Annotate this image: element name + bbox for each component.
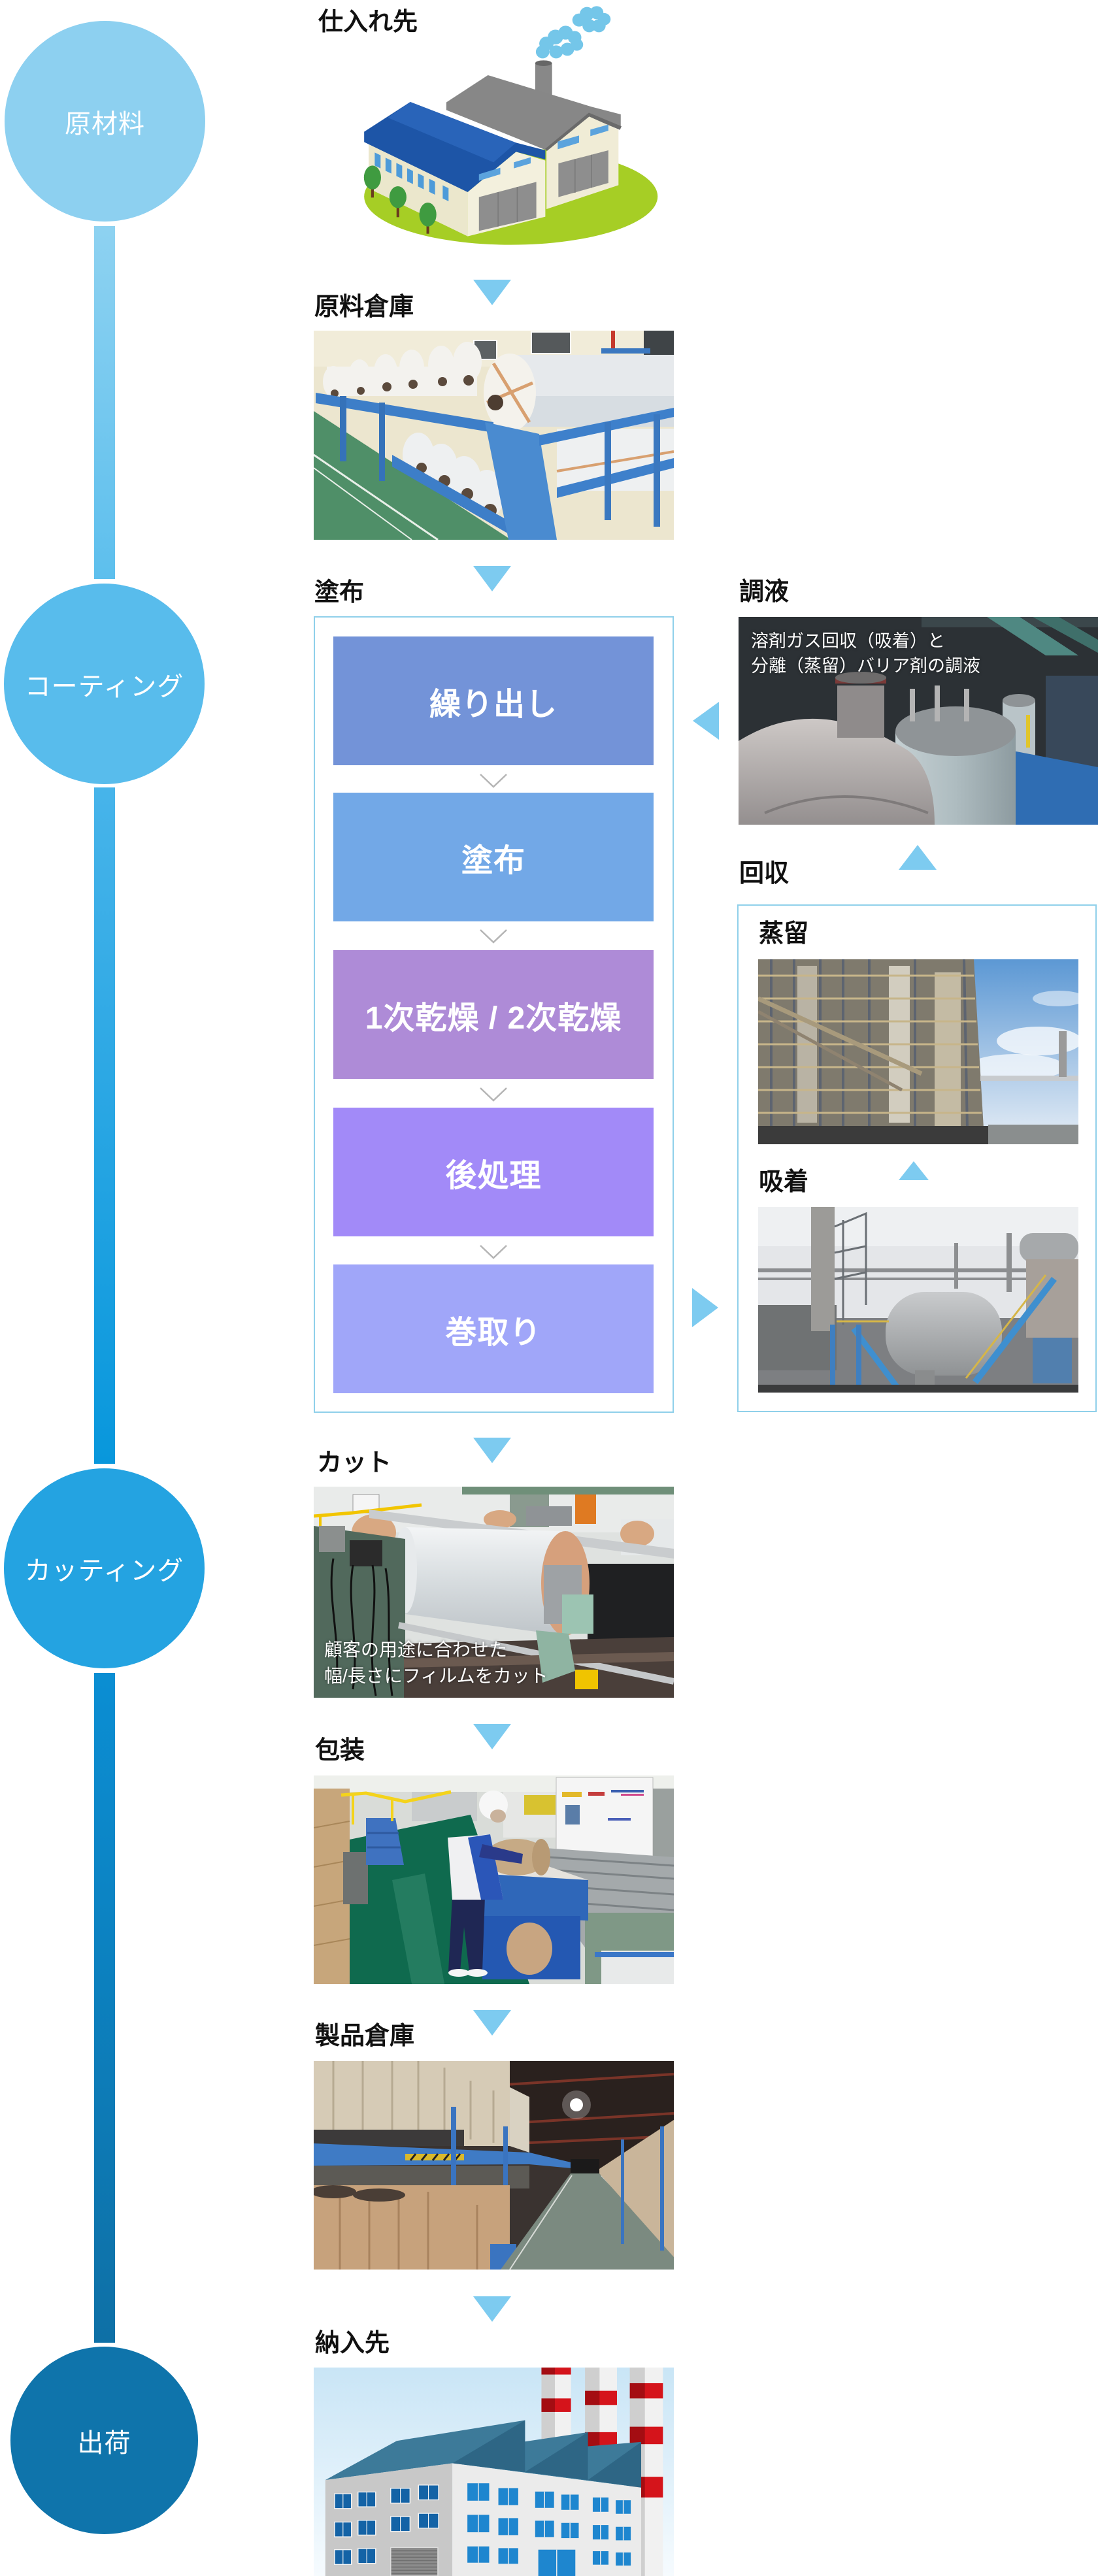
- stage-shipping: 出荷: [10, 2347, 198, 2534]
- coating-step-coat: 塗布: [333, 793, 654, 921]
- coating-process-box: [314, 616, 674, 1413]
- distillation-title: 蒸留: [759, 920, 809, 948]
- chevron-down-icon: [480, 774, 507, 788]
- product-warehouse-photo: [314, 2061, 674, 2270]
- step-label: 繰り出し: [429, 687, 557, 722]
- delivery-factory-illustration: [314, 2368, 674, 2576]
- cut-caption: 顧客の用途に合わせた 幅/長さにフィルムをカット: [324, 1637, 548, 1689]
- flow-arrow-down-icon: [473, 566, 511, 591]
- coating-step-post-treatment: 後処理: [333, 1108, 654, 1236]
- delivery-title: 納入先: [315, 2330, 390, 2357]
- chevron-down-icon: [480, 1087, 507, 1102]
- caption-line: 分離（蒸留）バリア剤の調液: [751, 656, 980, 676]
- flow-arrow-down-icon: [473, 1724, 511, 1749]
- recovery-title: 回収: [739, 860, 790, 887]
- supplier-factory-illustration: [320, 0, 673, 255]
- adsorption-photo: [758, 1207, 1078, 1393]
- flow-arrow-down-icon: [473, 2010, 511, 2036]
- product-warehouse-title: 製品倉庫: [315, 2023, 415, 2050]
- stage-label: コーティング: [24, 672, 184, 701]
- flow-arrow-up-icon: [899, 845, 937, 870]
- raw-warehouse-title: 原料倉庫: [314, 293, 414, 321]
- distillation-photo: [758, 959, 1078, 1144]
- stage-coating: コーティング: [4, 584, 205, 784]
- stage-cutting: カッティング: [4, 1468, 205, 1668]
- step-label: 後処理: [445, 1158, 542, 1193]
- chevron-down-icon: [480, 929, 507, 944]
- preparation-photo: 溶剤ガス回収（吸着）と 分離（蒸留）バリア剤の調液: [739, 617, 1098, 825]
- recovery-box: [737, 904, 1097, 1412]
- step-label: 巻取り: [445, 1315, 542, 1350]
- stage-label: 原材料: [65, 109, 145, 139]
- customer-factory-icon: [314, 2368, 674, 2576]
- stage-raw-materials: 原材料: [5, 21, 205, 222]
- caption-line: 幅/長さにフィルムをカット: [324, 1666, 548, 1686]
- coating-step-rewind: 巻取り: [333, 1264, 654, 1393]
- caption-line: 溶剤ガス回収（吸着）と: [751, 631, 945, 651]
- timeline-line-segment: [94, 787, 115, 1464]
- coating-step-unwind: 繰り出し: [333, 636, 654, 765]
- preparation-title: 調液: [739, 578, 790, 606]
- caption-line: 顧客の用途に合わせた: [324, 1640, 508, 1660]
- step-label: 塗布: [461, 843, 525, 878]
- packaging-photo: [314, 1775, 674, 1984]
- flow-arrow-left-icon: [693, 702, 719, 740]
- flow-arrow-down-icon: [473, 280, 511, 305]
- packaging-title: 包装: [315, 1737, 365, 1764]
- coating-step-drying: 1次乾燥 / 2次乾燥: [333, 950, 654, 1079]
- cut-photo: 顧客の用途に合わせた 幅/長さにフィルムをカット: [314, 1487, 674, 1698]
- flow-arrow-down-icon: [473, 2296, 511, 2322]
- stage-label: カッティング: [24, 1557, 184, 1585]
- flow-arrow-right-icon: [692, 1288, 718, 1327]
- timeline-line-segment: [94, 1673, 115, 2343]
- preparation-caption: 溶剤ガス回収（吸着）と 分離（蒸留）バリア剤の調液: [751, 629, 980, 678]
- chevron-down-icon: [480, 1245, 507, 1259]
- flow-arrow-down-icon: [473, 1438, 511, 1463]
- supplier-title: 仕入れ先: [318, 8, 418, 36]
- step-label: 1次乾燥 / 2次乾燥: [365, 1000, 622, 1036]
- cut-title: カット: [317, 1449, 392, 1477]
- flow-arrow-up-icon: [899, 1161, 929, 1180]
- coating-title: 塗布: [314, 579, 365, 606]
- factory-icon: [363, 6, 658, 245]
- stage-label: 出荷: [77, 2428, 131, 2458]
- raw-warehouse-photo: [314, 331, 674, 540]
- adsorption-title: 吸着: [759, 1168, 809, 1196]
- timeline-line-segment: [94, 226, 115, 579]
